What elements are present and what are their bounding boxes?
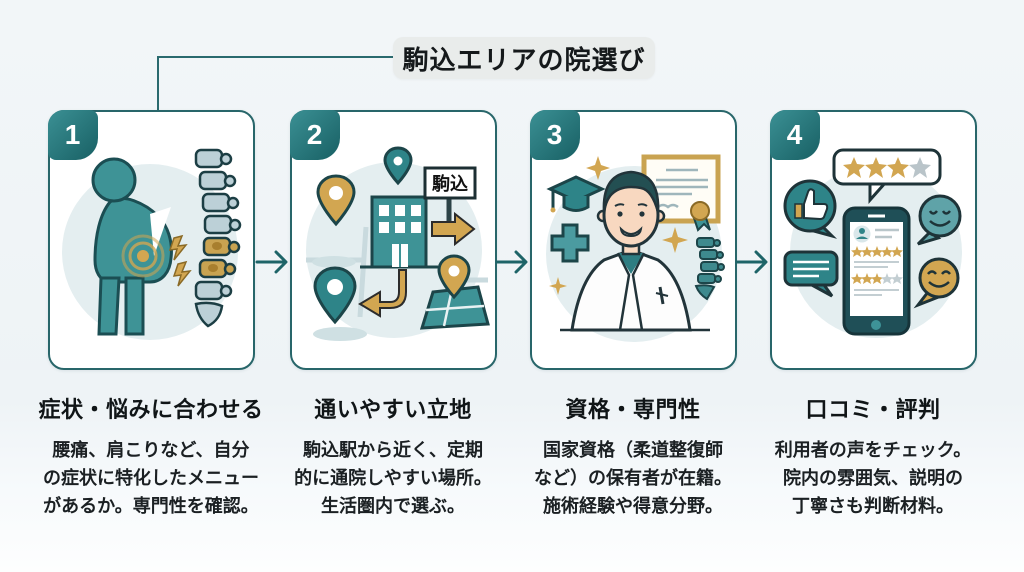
step-arrow-icon [255,250,288,274]
step-number: 3 [546,118,563,150]
step-card-4: 4 [769,109,977,370]
body-line: 丁寧さも判断材料。 [792,495,954,516]
step-card-3: 3 [529,109,737,370]
back-pain-illustration [62,148,242,340]
direction-arrow-icon [358,211,476,318]
pin-shadow [313,327,367,341]
pain-marker-icon [121,234,165,278]
body-line: 院内の雰囲気、説明の [783,467,963,488]
chat-bubble-icon [783,250,839,298]
sparkle-icon [549,156,688,295]
thumbs-up-icon [783,179,838,239]
step-body-1: 腰痛、肩こりなど、自分 の症状に特化したメニュー があるか。専門性を確認。 [35,437,267,521]
page-title: 駒込エリアの院選び [393,37,655,79]
location-map-illustration: 駒込 [306,146,490,341]
qualifications-illustration [546,154,725,342]
map-pin-icon [313,146,413,325]
body-line: 腰痛、肩こりなど、自分 [52,440,250,460]
body-line: があるか。専門性を確認。 [43,495,259,516]
body-line: 施術経験や得意分野。 [543,495,723,516]
body-line: 駒込駅から近く、定期 [303,440,483,460]
step-arrow-icon [495,250,528,274]
step-card-1: 1 [47,109,255,370]
star-icon [851,246,903,257]
step-number: 4 [786,118,803,150]
spine-icon [194,148,242,328]
sign-text: 駒込 [432,173,468,194]
step-number-badge: 2 [289,109,340,160]
step-heading-1: 症状・悩みに合わせる [38,397,264,422]
body-line: など）の保有者が在籍。 [534,467,732,488]
body-line: の症状に特化したメニュー [43,467,259,488]
step-number-badge: 1 [47,109,98,160]
title-connector-line [157,56,396,113]
step-number: 2 [306,118,323,150]
doctor-illustration [560,170,710,332]
page-title-label: 駒込エリアの院選び [402,44,646,75]
person-icon [91,157,173,336]
body-line: 国家資格（柔道整復師 [543,440,723,460]
medical-cross-icon [550,223,590,263]
step-number: 1 [64,118,81,150]
step-body-3: 国家資格（柔道整復師 など）の保有者が在籍。 施術経験や得意分野。 [517,437,749,521]
pain-bolt-icon [168,234,192,287]
komagome-sign: 駒込 [423,166,477,224]
body-line: 生活圏内で選ぶ。 [321,495,465,516]
step-number-badge: 3 [529,109,580,160]
graduation-cap-icon [546,175,606,213]
map-patch-icon [419,254,490,330]
body-line: 利用者の声をチェック。 [774,440,972,460]
smartphone-icon [842,206,911,336]
body-line: 的に通院しやすい場所。 [294,467,492,488]
pin-shadow [312,256,356,268]
step-heading-4: 口コミ・評判 [805,397,941,422]
building-icon [360,195,438,269]
reviews-illustration [783,148,962,338]
smiley-icon [916,194,962,246]
rating-bubble-icon [832,148,942,204]
step-heading-3: 資格・専門性 [565,397,701,422]
star-icon [851,273,903,284]
smiley-icon [913,257,960,309]
step-body-2: 駒込駅から近く、定期 的に通院しやすい場所。 生活圏内で選ぶ。 [277,437,509,521]
spine-icon [694,237,725,301]
star-icon [843,157,931,178]
step-card-2: 駒込 [289,109,497,370]
step-body-4: 利用者の声をチェック。 院内の雰囲気、説明の 丁寧さも判断材料。 [757,437,989,521]
step-heading-2: 通いやすい立地 [314,397,472,422]
step-number-badge: 4 [769,109,820,160]
step-arrow-icon [735,250,768,274]
